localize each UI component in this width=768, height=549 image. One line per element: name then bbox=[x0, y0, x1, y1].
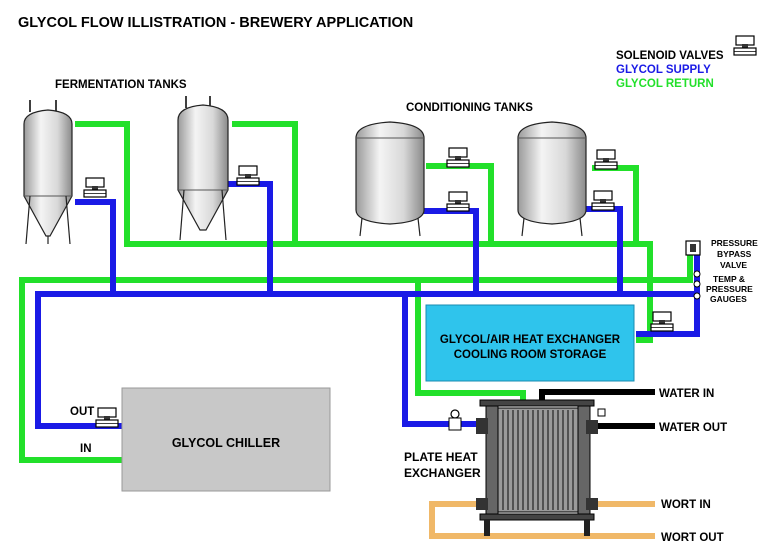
supply-hand-valve-icon bbox=[448, 409, 462, 431]
heat-exchanger-label-2: COOLING ROOM STORAGE bbox=[454, 349, 607, 361]
heat-exchanger-label-1: GLYCOL/AIR HEAT EXCHANGER bbox=[440, 334, 621, 346]
chiller-out-label: OUT bbox=[70, 406, 94, 418]
solenoid-valve-fermentation-2 bbox=[236, 165, 260, 186]
solenoid-valve-chiller-out bbox=[95, 407, 119, 428]
gauges-label-2: PRESSURE bbox=[706, 284, 753, 294]
plate-heat-exchanger-label-1: PLATE HEAT bbox=[404, 450, 478, 464]
legend-supply-label: GLYCOL SUPPLY bbox=[616, 64, 711, 76]
conditioning-tank-2 bbox=[517, 121, 587, 237]
conditioning-tank-1 bbox=[355, 121, 425, 237]
legend-solenoid-valve-icon bbox=[733, 35, 757, 56]
solenoid-valve-conditioning-1-return bbox=[446, 147, 470, 168]
wort-in-label: WORT IN bbox=[661, 499, 711, 511]
wort-lines bbox=[429, 501, 655, 539]
gauges-label-1: TEMP & bbox=[713, 274, 745, 284]
solenoid-valve-cooling-room bbox=[650, 311, 674, 332]
pressure-bypass-label-2: BYPASS bbox=[717, 249, 752, 259]
gauge-icons bbox=[693, 270, 701, 300]
solenoid-valve-conditioning-2-supply bbox=[591, 190, 615, 211]
conditioning-tanks-label: CONDITIONING TANKS bbox=[406, 102, 533, 114]
wort-out-label: WORT OUT bbox=[661, 532, 724, 544]
solenoid-valve-conditioning-1-supply bbox=[446, 191, 470, 212]
glycol-chiller-label: GLYCOL CHILLER bbox=[172, 436, 280, 450]
gauges-label-3: GAUGES bbox=[710, 294, 747, 304]
water-out-label: WATER OUT bbox=[659, 422, 727, 434]
chiller-in-label: IN bbox=[80, 443, 92, 455]
solenoid-valve-conditioning-2-return bbox=[594, 149, 618, 170]
fermentation-tank-1 bbox=[23, 100, 73, 245]
pressure-bypass-valve-icon bbox=[685, 240, 701, 256]
pressure-bypass-label-3: VALVE bbox=[720, 260, 747, 270]
glycol-chiller-box bbox=[121, 387, 331, 492]
plate-heat-exchanger-label-2: EXCHANGER bbox=[404, 466, 481, 480]
legend-solenoid-label: SOLENOID VALVES bbox=[616, 50, 724, 62]
plate-heat-exchanger bbox=[476, 399, 606, 536]
fermentation-tank-2 bbox=[177, 96, 229, 241]
pressure-bypass-label-1: PRESSURE bbox=[711, 238, 758, 248]
solenoid-valve-fermentation-1 bbox=[83, 177, 107, 198]
glycol-air-heat-exchanger-box bbox=[425, 304, 635, 382]
water-in-label: WATER IN bbox=[659, 388, 714, 400]
legend-return-label: GLYCOL RETURN bbox=[616, 78, 714, 90]
page-title: GLYCOL FLOW ILLISTRATION - BREWERY APPLI… bbox=[18, 15, 413, 31]
fermentation-tanks-label: FERMENTATION TANKS bbox=[55, 79, 187, 91]
